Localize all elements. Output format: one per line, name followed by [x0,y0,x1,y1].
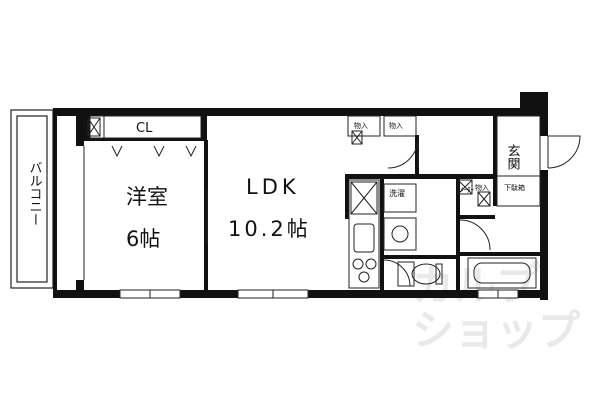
storage-1-label: 物入 [354,121,368,130]
watermark-small: w [532,257,543,271]
ldk-size: 10.2帖 [228,217,311,241]
laundry-area [383,183,417,251]
storage-fixtures [87,115,541,207]
kitchen [348,179,380,289]
toilet [397,261,443,287]
balcony-label: バルコニー [27,161,43,226]
room-labels: バルコニー 洋室 6帖 CL LDK 10.2帖 物入 物入 物入 洗濯 玄関 … [27,121,526,251]
closet-label: CL [136,121,153,136]
storage-2-label: 物入 [389,121,403,130]
closet-hanger-marks [111,145,197,158]
watermark: カルプ ショップ w [412,257,580,355]
windows [119,289,519,299]
watermark-line2: ショップ [412,306,580,355]
meter-label: ﾒｰﾀｰ [460,186,474,194]
western-room-label: 洋室 [126,185,168,209]
watermark-line1: カルプ [412,261,538,310]
bathtub [467,257,537,289]
ldk-label: LDK [246,175,300,199]
laundry-label: 洗濯 [389,188,405,198]
interior-walls [84,116,540,290]
entrance-label: 玄関 [505,144,521,171]
western-room-size: 6帖 [126,227,160,251]
doors [83,135,581,287]
shoe-box-label: 下駄箱 [504,183,525,192]
storage-3-label: 物入 [475,183,489,192]
